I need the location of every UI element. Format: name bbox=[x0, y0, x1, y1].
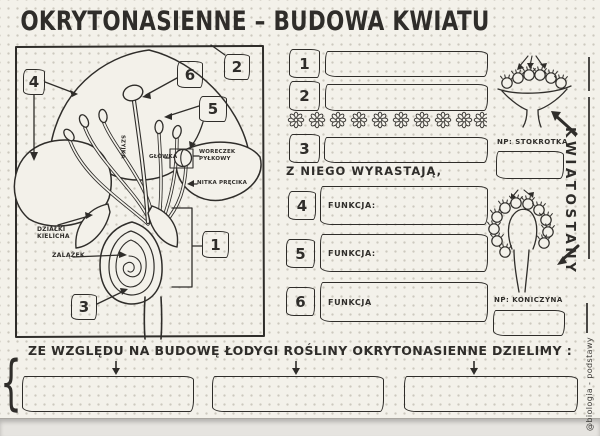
row-number: 6 bbox=[295, 292, 306, 311]
down-arrow-icon bbox=[112, 361, 120, 375]
ovule-spiral bbox=[122, 255, 142, 278]
sepal-left bbox=[75, 203, 111, 249]
desk-surface bbox=[0, 419, 600, 436]
page-title: OKRYTONASIENNE – BUDOWA KWIATU bbox=[20, 7, 490, 38]
label-pollen-sac: WORECZEK PYŁKOWY bbox=[199, 149, 236, 162]
row-number: 4 bbox=[296, 196, 308, 215]
flower-doodle-icon bbox=[350, 111, 368, 129]
margin-rule bbox=[586, 303, 588, 333]
callout-number: 3 bbox=[78, 298, 90, 316]
daisy-inflorescence-drawing bbox=[497, 55, 578, 136]
label-anther-head: GŁÓWKA bbox=[149, 154, 178, 160]
diagram-callout-5: 5 bbox=[199, 96, 227, 122]
callout-number: 6 bbox=[184, 65, 196, 84]
label-sepals: DZIAŁKI KIELICHA bbox=[37, 226, 70, 241]
sepal-right bbox=[147, 205, 179, 248]
row-number: 5 bbox=[295, 244, 306, 263]
diagram-callout-2: 2 bbox=[224, 54, 250, 80]
diagram-callout-4: 4 bbox=[23, 69, 45, 95]
clover-answer-blank bbox=[493, 310, 565, 336]
stem-type-blank-1 bbox=[22, 376, 194, 412]
term-blank-1 bbox=[325, 51, 488, 77]
stigma bbox=[122, 84, 144, 102]
flower-doodle-icon bbox=[455, 111, 473, 129]
callout-number: 2 bbox=[231, 58, 243, 76]
flower-doodle-icon bbox=[371, 111, 389, 129]
margin-rule bbox=[588, 97, 590, 259]
label-filament: NITKA PRĘCIKA bbox=[197, 180, 248, 186]
label-ovule: ZALĄŻEK bbox=[52, 252, 85, 259]
clover-inflorescence-drawing bbox=[487, 189, 580, 293]
diagram-callout-3: 3 bbox=[71, 294, 97, 320]
callout-lines bbox=[33, 44, 226, 305]
diagram-callout-1: 1 bbox=[202, 231, 229, 258]
term-row-number-1: 1 bbox=[289, 49, 320, 78]
callout-number: 5 bbox=[207, 100, 219, 118]
function-label: FUNKCJA bbox=[328, 297, 372, 307]
function-row-number-4: 4 bbox=[288, 191, 316, 220]
term-row-number-2: 2 bbox=[289, 81, 320, 111]
down-arrow-icon bbox=[470, 361, 478, 375]
label-style: SZYJKA bbox=[119, 135, 126, 159]
arrowheads bbox=[30, 90, 196, 295]
flower-doodle-icon bbox=[473, 111, 487, 129]
daisy-example-caption: NP: STOKROTKA bbox=[497, 138, 568, 146]
brace-decoration: { bbox=[0, 347, 22, 418]
callout-number: 1 bbox=[210, 235, 221, 254]
daisy-answer-blank bbox=[496, 151, 564, 179]
flower-doodle-icon bbox=[287, 111, 305, 129]
function-label: FUNKCJA: bbox=[328, 201, 376, 210]
term-blank-2 bbox=[325, 84, 488, 111]
stem-type-blank-2 bbox=[212, 376, 384, 412]
function-label: FUNKCJA: bbox=[328, 248, 376, 258]
callout-number: 4 bbox=[28, 73, 40, 91]
row-number: 3 bbox=[299, 139, 310, 158]
anthers bbox=[63, 108, 182, 142]
flower-diagram-illustration bbox=[13, 44, 265, 340]
stem-type-blank-3 bbox=[404, 376, 578, 412]
stem bbox=[143, 296, 146, 340]
diagram-callout-6: 6 bbox=[177, 61, 203, 88]
function-row-number-6: 6 bbox=[286, 287, 315, 316]
flower-doodle-icon bbox=[434, 111, 452, 129]
diagram-frame bbox=[15, 45, 265, 338]
flower-doodle-icon bbox=[308, 111, 326, 129]
margin-rule bbox=[588, 57, 590, 91]
flower-doodle-row bbox=[287, 111, 487, 129]
inflorescences-heading: KWIATOSTANY bbox=[562, 127, 578, 276]
row-number: 1 bbox=[299, 54, 310, 73]
function-box-6: FUNKCJA bbox=[320, 282, 488, 322]
function-row-number-5: 5 bbox=[286, 239, 315, 268]
clover-example-caption: NP: KONICZYNA bbox=[494, 296, 563, 304]
bottom-prompt: ZE WZGLĘDU NA BUDOWĘ ŁODYGI ROŚLINY OKRY… bbox=[28, 343, 573, 358]
down-arrow-icon bbox=[292, 361, 300, 375]
function-box-4: FUNKCJA: bbox=[320, 186, 488, 225]
flower-doodle-icon bbox=[392, 111, 410, 129]
term-row-number-3: 3 bbox=[289, 134, 320, 163]
petal-left bbox=[13, 139, 112, 227]
term-blank-3 bbox=[324, 137, 488, 163]
function-box-5: FUNKCJA: bbox=[320, 234, 488, 272]
grow-caption: Z NIEGO WYRASTAJĄ, bbox=[286, 164, 442, 178]
anther-detail-frame bbox=[169, 148, 194, 169]
flower-doodle-icon bbox=[413, 111, 431, 129]
author-watermark: @biologia - podstawy bbox=[585, 336, 594, 431]
row-number: 2 bbox=[299, 87, 310, 105]
flower-doodle-icon bbox=[329, 111, 347, 129]
